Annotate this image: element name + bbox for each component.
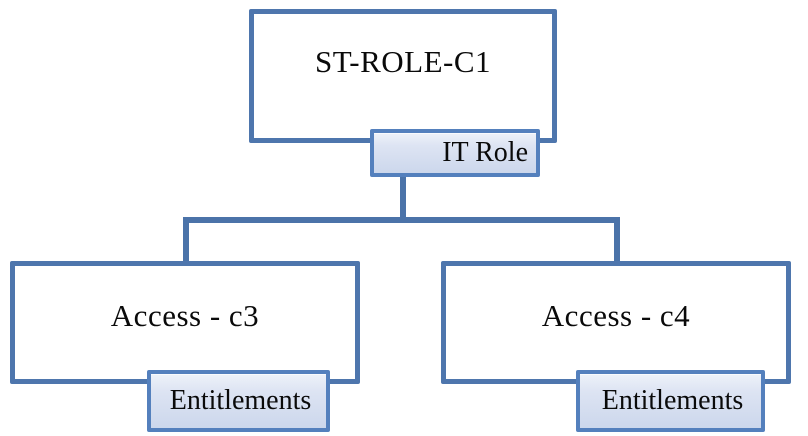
connector-drop-right — [614, 217, 620, 263]
entitlements-tag-label-right: Entitlements — [601, 385, 744, 416]
node-st-role-c1: ST-ROLE-C1 — [249, 9, 557, 143]
entitlements-tag-label-left: Entitlements — [169, 385, 312, 416]
it-role-tag-label: IT Role — [442, 137, 528, 168]
connector-drop-left — [183, 217, 189, 263]
node-access-c3: Access - c3 — [10, 261, 360, 384]
node-access-c4-label: Access - c4 — [541, 297, 691, 333]
connector-horizontal — [183, 217, 620, 223]
node-access-c4-type-tag: Entitlements — [576, 370, 765, 432]
node-st-role-c1-type-tag: IT Role — [370, 129, 540, 177]
node-access-c4: Access - c4 — [441, 261, 791, 384]
node-st-role-c1-label: ST-ROLE-C1 — [314, 44, 492, 79]
node-access-c3-label: Access - c3 — [110, 297, 260, 333]
connector-stem — [400, 175, 406, 223]
node-access-c3-type-tag: Entitlements — [147, 370, 330, 432]
